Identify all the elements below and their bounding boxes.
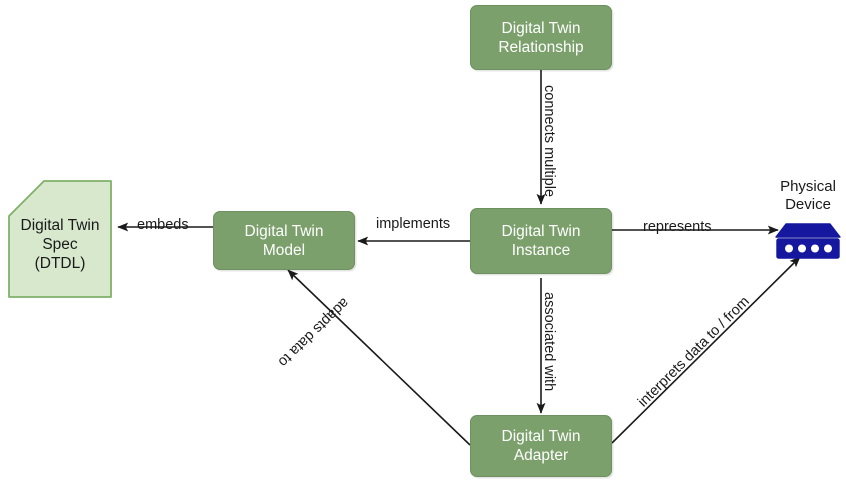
node-digital-twin-spec[interactable]: Digital Twin Spec (DTDL) [8, 180, 112, 298]
document-shape-icon [8, 180, 112, 298]
edge-label-associated-with: associated with [541, 292, 557, 392]
node-digital-twin-instance[interactable]: Digital Twin Instance [470, 208, 612, 274]
edge-label-represents: represents [643, 219, 712, 235]
edge-label-embeds: embeds [137, 217, 189, 233]
node-digital-twin-adapter[interactable]: Digital Twin Adapter [470, 415, 612, 477]
edge-adapts-data-to [287, 269, 471, 446]
node-instance-label: Digital Twin Instance [501, 223, 581, 259]
node-model-label: Digital Twin Model [244, 222, 324, 259]
node-digital-twin-relationship[interactable]: Digital Twin Relationship [470, 5, 612, 70]
edge-label-implements: implements [376, 216, 451, 232]
node-digital-twin-model[interactable]: Digital Twin Model [213, 211, 355, 270]
edge-interprets-data [611, 256, 801, 444]
node-relationship-label: Digital Twin Relationship [498, 19, 584, 56]
node-spec-label: Digital Twin Spec (DTDL) [20, 217, 100, 272]
edge-label-connects-multiple: connects multiple [541, 85, 557, 198]
node-adapter-label: Digital Twin Adapter [501, 428, 581, 464]
physical-device-icon[interactable] [774, 222, 842, 260]
node-physical-device-label: Physical Device [780, 178, 836, 213]
